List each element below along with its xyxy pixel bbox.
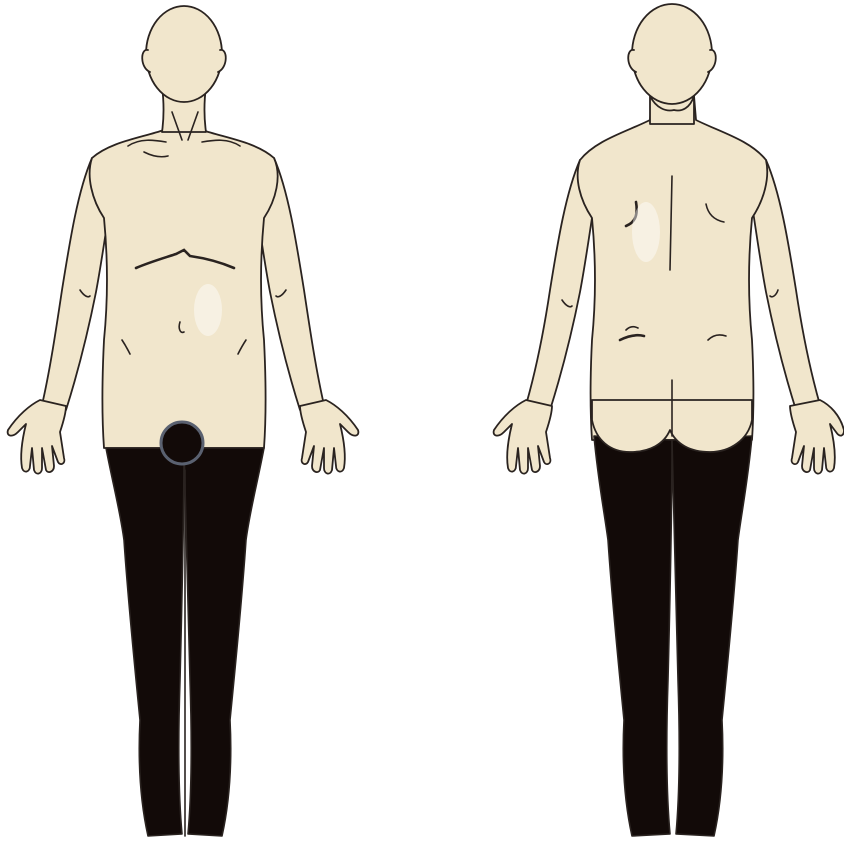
front-right-hand (8, 400, 66, 474)
front-right-leg-shaded (106, 448, 184, 836)
back-head (632, 4, 712, 104)
front-left-hand (300, 400, 358, 474)
back-left-leg-shaded (594, 436, 672, 836)
back-left-hand (494, 400, 552, 474)
back-view (494, 4, 844, 836)
front-groin-circle (161, 422, 203, 464)
front-left-leg-shaded (184, 448, 264, 836)
back-right-leg-shaded (672, 436, 752, 836)
back-right-hand (790, 400, 844, 474)
front-view (8, 6, 359, 836)
front-abdomen-highlight (194, 284, 222, 336)
back-shoulder-highlight (632, 202, 660, 262)
front-head (146, 6, 222, 102)
front-torso (90, 100, 278, 448)
